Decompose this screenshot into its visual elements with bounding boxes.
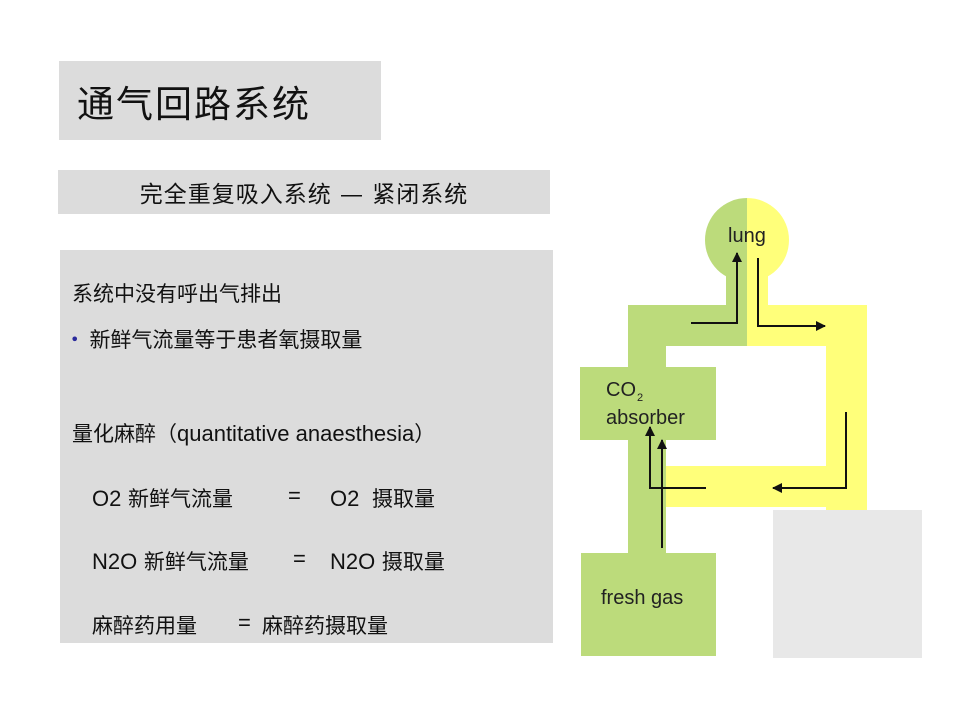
eq2-left-cn: 新鲜气流量 bbox=[137, 550, 249, 574]
inspiratory-to-lung-arrow bbox=[691, 252, 742, 324]
page-title: 通气回路系统 bbox=[59, 61, 381, 140]
bullet-item-text: 新鲜气流量等于患者氧摄取量 bbox=[89, 328, 363, 352]
eq2-operator: = bbox=[293, 546, 306, 571]
eq1-right-latin: O2 bbox=[330, 486, 360, 511]
co2-absorber-block bbox=[580, 367, 716, 440]
eq2-left-latin: N2O bbox=[92, 549, 138, 574]
statement-text: 系统中没有呼出气排出 bbox=[72, 282, 282, 306]
equation-o2: O2 新鲜气流量 bbox=[92, 483, 233, 513]
subtitle-text: 完全重复吸入系统 — 紧闭系统 bbox=[139, 182, 469, 208]
gray-block bbox=[773, 510, 922, 658]
q-latin: quantitative anaesthesia bbox=[177, 421, 415, 446]
eq1-left-latin: O2 bbox=[92, 486, 122, 511]
absorber-label-co: CO bbox=[606, 379, 636, 401]
bullet-item: • 新鲜气流量等于患者氧摄取量 bbox=[70, 324, 362, 354]
eq3-operator: = bbox=[238, 610, 251, 635]
q-prefix: 量化麻醉（ bbox=[72, 422, 177, 446]
fresh-gas-label: fresh gas bbox=[601, 587, 683, 609]
to-absorber-arrow bbox=[645, 426, 706, 489]
subtitle-banner: 完全重复吸入系统 — 紧闭系统 bbox=[58, 170, 550, 214]
equation-n2o: N2O 新鲜气流量 bbox=[92, 546, 249, 576]
eq3-left: 麻醉药用量 bbox=[92, 614, 197, 638]
eq3-right: 麻醉药摄取量 bbox=[262, 610, 388, 640]
absorber-label-line2: absorber bbox=[606, 407, 685, 429]
lung-to-expiratory-arrow bbox=[757, 258, 826, 331]
fresh-gas-block bbox=[581, 553, 716, 656]
eq1-left-cn: 新鲜气流量 bbox=[121, 487, 234, 511]
quantitative-anaesthesia-heading: 量化麻醉（quantitative anaesthesia） bbox=[72, 418, 435, 448]
absorber-label-subscript: 2 bbox=[637, 392, 643, 404]
page-title-text: 通气回路系统 bbox=[77, 82, 311, 126]
eq1-right: O2 摄取量 bbox=[330, 483, 435, 513]
expiratory-return-arrow bbox=[772, 412, 847, 493]
eq1-operator: = bbox=[288, 483, 301, 508]
eq1-right-cn: 摄取量 bbox=[365, 487, 436, 511]
lung-label: lung bbox=[728, 225, 766, 247]
bullet-dot-icon: • bbox=[70, 330, 80, 349]
eq2-right-cn: 摄取量 bbox=[375, 550, 445, 574]
equation-anaesthetic: 麻醉药用量 bbox=[92, 610, 197, 640]
statement-no-exhaust: 系统中没有呼出气排出 bbox=[72, 278, 282, 308]
q-suffix: ） bbox=[414, 422, 436, 446]
eq2-right: N2O 摄取量 bbox=[330, 546, 445, 576]
expiratory-bottom-limb bbox=[663, 466, 867, 507]
content-panel: 系统中没有呼出气排出 • 新鲜气流量等于患者氧摄取量 量化麻醉（quantitat… bbox=[60, 250, 553, 643]
eq2-right-latin: N2O bbox=[330, 549, 376, 574]
eq3-right-text: 麻醉药摄取量 bbox=[262, 614, 388, 638]
